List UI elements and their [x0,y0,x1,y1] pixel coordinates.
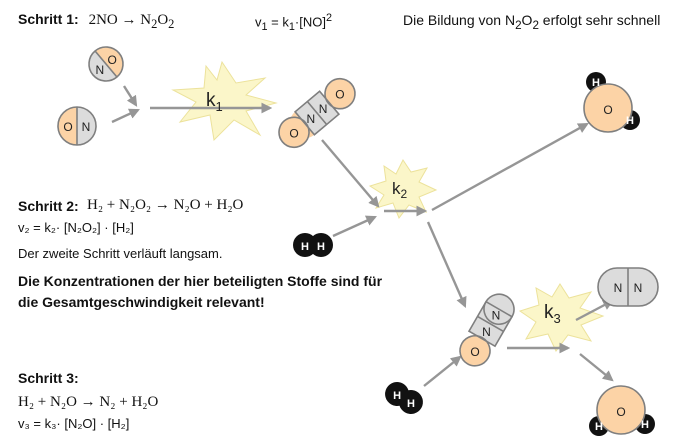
molecule-n2o2: O N N O [278,77,356,149]
rate-constant-k3: k3 [544,302,561,326]
svg-text:H: H [626,115,634,127]
arrow-to-n2 [575,299,614,322]
rate-constant-k2: k2 [392,179,408,201]
starburst-k2 [368,159,438,220]
step2-rate-law: v₂ = k₂· [N₂O₂] · [H₂] [18,220,134,235]
svg-text:N: N [96,63,105,77]
arrow-h2-in-step2 [332,215,377,238]
step1-label: Schritt 1: [18,11,79,27]
svg-text:O: O [63,120,72,134]
svg-text:O: O [470,345,479,359]
step3-rate-law: v₃ = k₃· [N₂O] · [H₂] [18,416,130,431]
arrow-to-water-2 [579,353,614,382]
starburst-k1 [171,60,278,142]
svg-text:O: O [107,53,116,67]
step1-reaction: 2NO → N2O2 [88,12,175,31]
starburst-k3 [518,283,605,352]
arrow-to-n2o [426,221,467,308]
step2-label: Schritt 2: [18,198,79,214]
svg-text:N: N [614,281,623,295]
molecule-water-1: O H H [583,72,640,133]
step1-rate-law: v1 = k1·[NO]2 [255,12,332,33]
svg-text:H: H [317,241,325,253]
svg-text:O: O [289,126,298,140]
svg-text:H: H [592,77,600,89]
arrow-no-lower [111,108,140,124]
molecule-n2: N N [597,267,659,307]
step2-emphasis-line2: die Gesamtgeschwindigkeit relevant! [18,294,265,310]
arrow-to-water-1 [431,122,589,212]
step2-note: Der zweite Schritt verläuft langsam. [18,246,223,261]
arrow-n2o2-down [321,139,380,208]
svg-text:H: H [595,421,603,433]
svg-text:H: H [407,398,415,410]
step3-reaction: H₂ + N₂O → N₂ + H₂O [18,394,159,410]
molecule-n2o: O N N [459,293,515,367]
step1-note: Die Bildung von N2O2 erfolgt sehr schnel… [403,12,661,32]
molecule-water-2: O H H [589,385,655,436]
step2-emphasis-line1: Die Konzentrationen der hier beteiligten… [18,273,383,289]
svg-text:N: N [482,325,491,339]
molecule-h2-step2: H H [293,233,333,257]
arrow-h2-in-step3 [423,355,462,387]
step1-header: Schritt 1: 2NO → N2O2 [18,11,174,32]
svg-text:O: O [603,103,612,117]
svg-text:N: N [319,102,328,116]
svg-text:N: N [307,112,316,126]
molecule-no-lower: O N [57,106,97,146]
svg-text:H: H [393,390,401,402]
svg-text:O: O [616,405,625,419]
arrow-no-upper [122,85,138,107]
svg-text:H: H [301,241,309,253]
svg-text:N: N [634,281,643,295]
molecule-h2-step3: H H [385,382,423,414]
molecule-no-upper: N O [88,46,124,82]
step2-reaction: H₂ + N₂O₂ → N₂O + H₂O [87,197,244,213]
svg-text:N: N [82,120,91,134]
svg-text:O: O [335,88,344,102]
rate-constant-k1: k1 [206,90,223,114]
svg-text:N: N [492,308,501,322]
svg-text:H: H [641,419,649,431]
step3-label: Schritt 3: [18,370,79,386]
